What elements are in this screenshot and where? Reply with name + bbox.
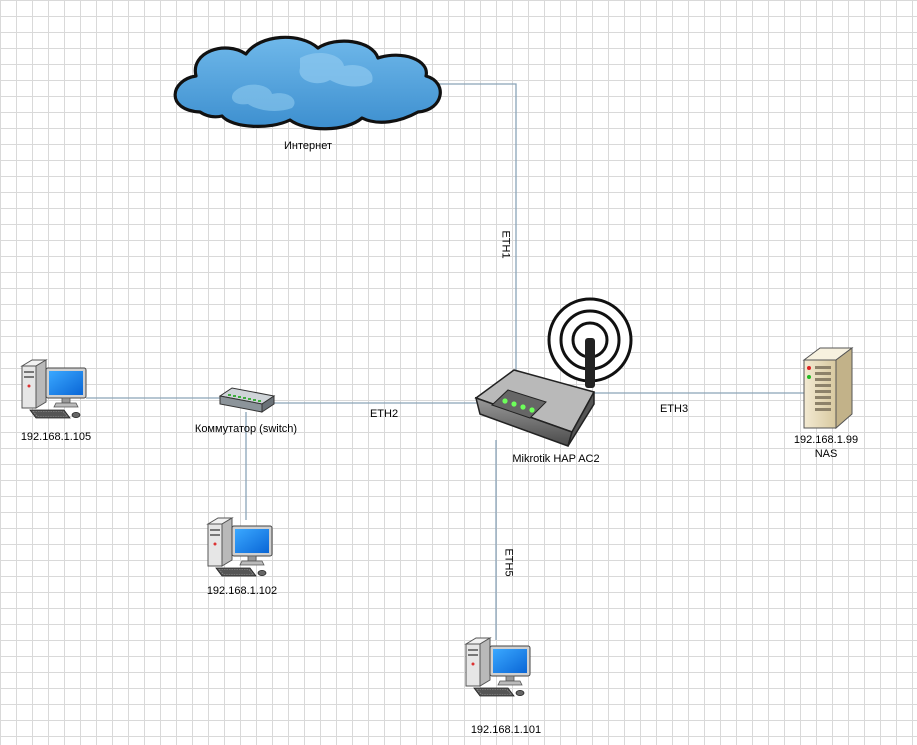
pc-102-icon: [207, 517, 273, 577]
pc-105-icon: [21, 359, 87, 419]
switch-label: Коммутатор (switch): [194, 423, 298, 435]
eth5-label: ETH5: [502, 548, 515, 577]
pc-101-label: 192.168.1.101: [470, 724, 542, 736]
nas-server-icon: [802, 347, 854, 430]
eth1-label: ETH1: [499, 230, 512, 259]
link-eth1: [436, 83, 517, 378]
link-lines: [86, 83, 808, 640]
eth2-label: ETH2: [369, 408, 399, 420]
wireless-router-icon: [474, 297, 633, 447]
nas-ip-label: 192.168.1.99: [793, 434, 859, 446]
eth3-label: ETH3: [659, 403, 689, 415]
internet-label: Интернет: [284, 140, 332, 152]
pc-105-label: 192.168.1.105: [20, 431, 92, 443]
network-switch-icon: [218, 387, 276, 413]
pc-101-icon: [465, 637, 531, 697]
cloud-icon: [173, 35, 442, 131]
nas-label: NAS: [814, 448, 838, 460]
pc-102-label: 192.168.1.102: [206, 585, 278, 597]
router-label: Mikrotik HAP AC2: [512, 453, 600, 465]
